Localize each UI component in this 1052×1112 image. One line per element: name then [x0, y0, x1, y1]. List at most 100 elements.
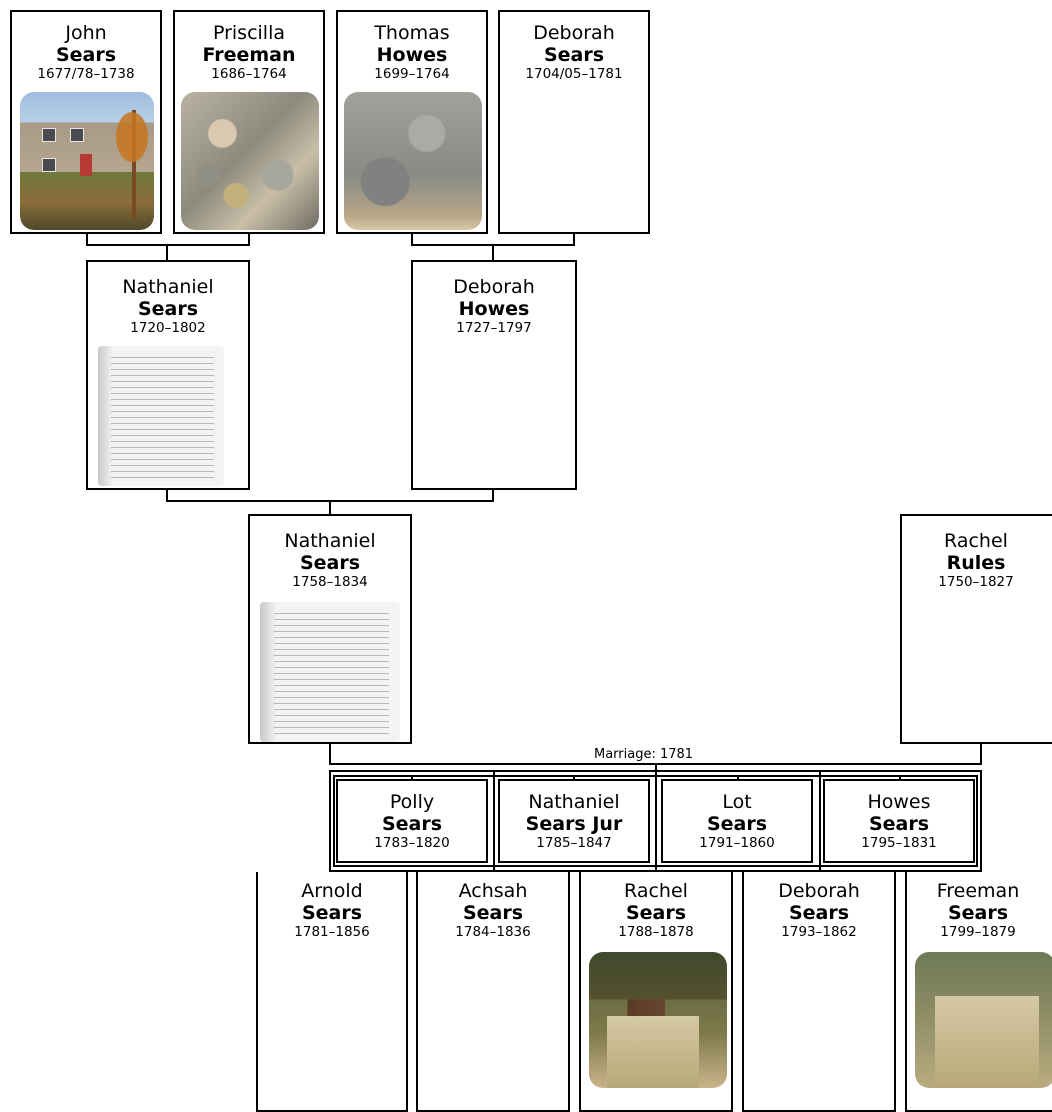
person-card-nathaniel-sears-jur[interactable]: Nathaniel Sears Jur 1785–1847	[498, 779, 650, 863]
first-name: Thomas	[374, 22, 450, 44]
person-card-rachel-sears[interactable]: Rachel Sears 1788–1878	[579, 872, 733, 1112]
surname: Howes	[376, 44, 448, 66]
connector-line	[493, 770, 495, 872]
first-name: Arnold	[301, 880, 363, 902]
first-name: Deborah	[533, 22, 615, 44]
connector-line	[573, 232, 575, 245]
connector-line	[737, 775, 739, 781]
connector-line	[329, 742, 331, 764]
first-name: Nathaniel	[528, 791, 620, 813]
surname: Sears	[137, 298, 199, 320]
surname: Freeman	[202, 44, 296, 66]
gravestone-photo	[915, 952, 1052, 1088]
life-dates: 1793–1862	[781, 924, 857, 940]
first-name: Priscilla	[212, 22, 286, 44]
life-dates: 1788–1878	[618, 924, 694, 940]
person-card-nathaniel-sears-1720[interactable]: Nathaniel Sears 1720–1802	[86, 260, 250, 490]
connector-line	[976, 775, 978, 867]
life-dates: 1699–1764	[374, 66, 450, 82]
life-dates: 1677/78–1738	[37, 66, 135, 82]
surname: Sears	[706, 813, 768, 835]
surname: Sears	[788, 902, 850, 924]
life-dates: 1791–1860	[699, 835, 775, 851]
first-name: Rachel	[944, 530, 1008, 552]
first-name: Freeman	[936, 880, 1020, 902]
surname: Sears	[299, 552, 361, 574]
connector-line	[86, 244, 250, 246]
person-card-rachel-rules[interactable]: Rachel Rules 1750–1827	[900, 514, 1052, 744]
connector-line	[329, 500, 331, 516]
surname: Sears	[868, 813, 930, 835]
gravestone-photo	[344, 92, 482, 230]
life-dates: 1784–1836	[455, 924, 531, 940]
person-card-nathaniel-sears-1758[interactable]: Nathaniel Sears 1758–1834	[248, 514, 412, 744]
surname: Sears	[381, 813, 443, 835]
first-name: Deborah	[453, 276, 535, 298]
person-card-polly-sears[interactable]: Polly Sears 1783–1820	[336, 779, 488, 863]
house-photo	[20, 92, 154, 230]
gravestone-photo	[589, 952, 727, 1088]
first-name: Polly	[389, 791, 435, 813]
connector-line	[492, 488, 494, 501]
connector-line	[248, 232, 250, 245]
life-dates: 1686–1764	[211, 66, 287, 82]
surname: Sears	[462, 902, 524, 924]
connector-line	[819, 770, 821, 872]
marriage-label: Marriage: 1781	[593, 747, 695, 762]
surname: Sears Jur	[525, 813, 623, 835]
person-card-howes-sears[interactable]: Howes Sears 1795–1831	[823, 779, 975, 863]
first-name: Nathaniel	[284, 530, 376, 552]
person-card-achsah-sears[interactable]: Achsah Sears 1784–1836	[416, 872, 570, 1112]
life-dates: 1781–1856	[294, 924, 370, 940]
first-name: Howes	[867, 791, 931, 813]
person-card-deborah-sears-1704[interactable]: Deborah Sears 1704/05–1781	[498, 10, 650, 234]
life-dates: 1720–1802	[130, 320, 206, 336]
life-dates: 1799–1879	[940, 924, 1016, 940]
surname: Sears	[543, 44, 605, 66]
life-dates: 1750–1827	[938, 574, 1014, 590]
person-card-freeman-sears[interactable]: Freeman Sears 1799–1879	[905, 872, 1052, 1112]
connector-line	[573, 775, 575, 781]
connector-line	[166, 488, 168, 501]
connector-line	[329, 770, 331, 872]
connector-line	[329, 870, 982, 872]
surname: Sears	[625, 902, 687, 924]
person-card-thomas-howes[interactable]: Thomas Howes 1699–1764	[336, 10, 488, 234]
surname: Sears	[301, 902, 363, 924]
connector-line	[492, 244, 494, 262]
life-dates: 1795–1831	[861, 835, 937, 851]
connector-line	[980, 742, 982, 764]
person-card-priscilla-freeman[interactable]: Priscilla Freeman 1686–1764	[173, 10, 325, 234]
document-photo	[260, 602, 400, 742]
document-photo	[98, 346, 224, 486]
life-dates: 1704/05–1781	[525, 66, 623, 82]
life-dates: 1727–1797	[456, 320, 532, 336]
person-card-john-sears[interactable]: John Sears 1677/78–1738	[10, 10, 162, 234]
first-name: Lot	[722, 791, 752, 813]
connector-line	[980, 770, 982, 872]
life-dates: 1758–1834	[292, 574, 368, 590]
connector-line	[411, 232, 413, 245]
person-card-lot-sears[interactable]: Lot Sears 1791–1860	[661, 779, 813, 863]
connector-line	[655, 770, 657, 872]
surname: Howes	[458, 298, 530, 320]
first-name: Deborah	[778, 880, 860, 902]
first-name: Achsah	[458, 880, 528, 902]
surname: Rules	[946, 552, 1006, 574]
surname: Sears	[55, 44, 117, 66]
first-name: John	[65, 22, 107, 44]
connector-line	[166, 244, 168, 262]
person-card-arnold-sears[interactable]: Arnold Sears 1781–1856	[256, 872, 408, 1112]
connector-line	[899, 775, 901, 781]
surname: Sears	[947, 902, 1009, 924]
first-name: Rachel	[624, 880, 688, 902]
life-dates: 1785–1847	[536, 835, 612, 851]
person-card-deborah-howes[interactable]: Deborah Howes 1727–1797	[411, 260, 577, 490]
connector-line	[655, 763, 657, 772]
connector-line	[333, 775, 335, 867]
life-dates: 1783–1820	[374, 835, 450, 851]
first-name: Nathaniel	[122, 276, 214, 298]
connector-line	[411, 775, 413, 781]
person-card-deborah-sears-1793[interactable]: Deborah Sears 1793–1862	[742, 872, 896, 1112]
connector-line	[333, 865, 978, 867]
